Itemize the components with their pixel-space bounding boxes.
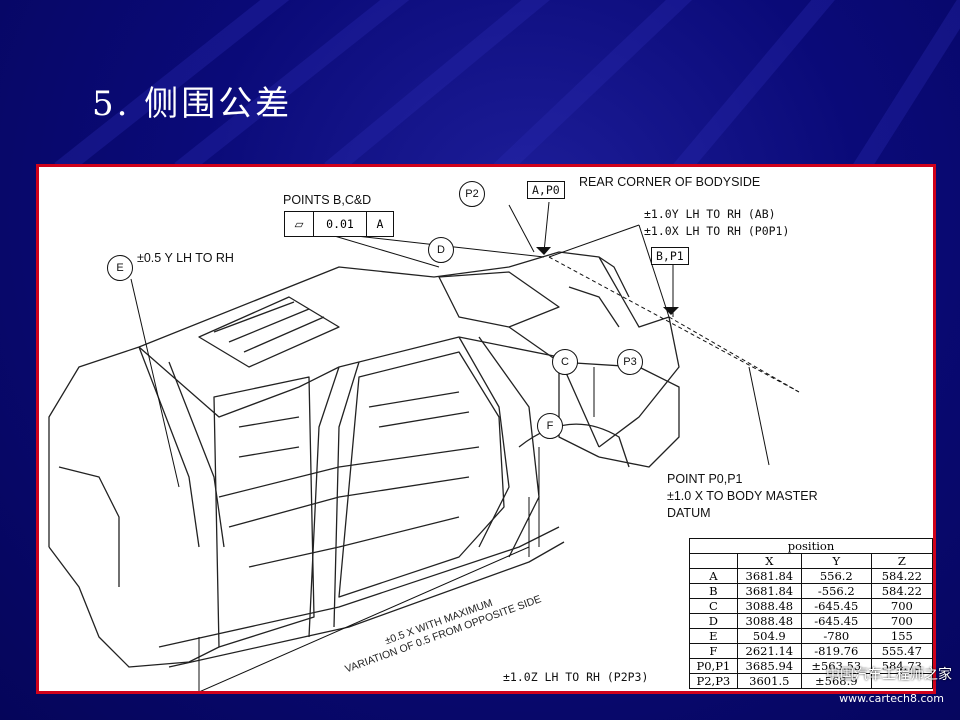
table-cell: 556.2 <box>800 568 872 584</box>
point-p0p1-label: POINT P0,P1 <box>667 472 743 486</box>
table-cell: -645.45 <box>800 613 872 629</box>
table-header-row: X Y Z <box>689 553 933 569</box>
slide-title: 5. 侧围公差 <box>92 84 293 124</box>
body-master-label: ±1.0 X TO BODY MASTER <box>667 489 818 503</box>
table-header: X <box>736 553 802 569</box>
table-cell: C <box>689 598 738 614</box>
table-cell: ±563.53 <box>800 658 872 674</box>
box-a-p0: A,P0 <box>527 181 565 199</box>
table-title-row: position <box>689 538 933 554</box>
table-cell: -645.45 <box>800 598 872 614</box>
table-cell: E <box>689 628 738 644</box>
table-cell: 555.47 <box>870 643 933 659</box>
fcf-datum: A <box>376 217 384 231</box>
feature-control-frame: ⏥ 0.01 A <box>284 211 394 237</box>
diagram-panel: POINTS B,C&D ⏥ 0.01 A ±0.5 Y LH TO RH RE… <box>36 164 936 694</box>
ab-note: ±1.0Y LH TO RH (AB) <box>644 207 776 221</box>
table-cell: 584.22 <box>870 568 933 584</box>
parallelogram-symbol-icon: ⏥ <box>285 212 314 236</box>
table-cell: P2,P3 <box>689 673 738 689</box>
table-title: position <box>689 538 933 554</box>
table-cell: A <box>689 568 738 584</box>
table-cell: 3681.84 <box>736 583 802 599</box>
table-cell: 504.9 <box>736 628 802 644</box>
table-cell: 2621.14 <box>736 643 802 659</box>
fcf-tolerance: 0.01 <box>314 212 367 236</box>
table-cell: 3685.94 <box>736 658 802 674</box>
callout-d: D <box>428 237 454 263</box>
table-cell: 584.22 <box>870 583 933 599</box>
z-note: ±1.0Z LH TO RH (P2P3) <box>503 670 649 684</box>
table-cell: -819.76 <box>800 643 872 659</box>
watermark-logo-text: 中国汽车工程师之家 <box>826 667 952 683</box>
callout-e: E <box>107 255 133 281</box>
table-cell: P0,P1 <box>689 658 738 674</box>
table-cell: 3088.48 <box>736 613 802 629</box>
table-cell: 155 <box>870 628 933 644</box>
table-cell: 584.73 <box>870 658 933 674</box>
table-cell: -780 <box>800 628 872 644</box>
table-header: Z <box>870 553 933 569</box>
table-cell: 700 <box>870 598 933 614</box>
callout-c: C <box>552 349 578 375</box>
table-cell: 3601.5 <box>736 673 802 689</box>
table-header: Y <box>800 553 872 569</box>
table-cell: 3681.84 <box>736 568 802 584</box>
table-cell: 3088.48 <box>736 598 802 614</box>
callout-p2: P2 <box>459 181 485 207</box>
p0p1-note: ±1.0X LH TO RH (P0P1) <box>644 224 790 238</box>
callout-f: F <box>537 413 563 439</box>
table-header <box>689 553 738 569</box>
table-cell: F <box>689 643 738 659</box>
callout-p3: P3 <box>617 349 643 375</box>
table-cell: 700 <box>870 613 933 629</box>
points-bcd-label: POINTS B,C&D <box>283 193 372 207</box>
table-cell: D <box>689 613 738 629</box>
datum-label: DATUM <box>667 506 711 520</box>
rear-corner-label: REAR CORNER OF BODYSIDE <box>579 175 761 189</box>
e-tolerance-note: ±0.5 Y LH TO RH <box>137 251 234 265</box>
table-cell <box>870 673 933 689</box>
watermark-url: www.cartech8.com <box>839 692 944 705</box>
table-cell: -556.2 <box>800 583 872 599</box>
table-cell: ±568.9 <box>800 673 872 689</box>
box-b-p1: B,P1 <box>651 247 689 265</box>
table-cell: B <box>689 583 738 599</box>
